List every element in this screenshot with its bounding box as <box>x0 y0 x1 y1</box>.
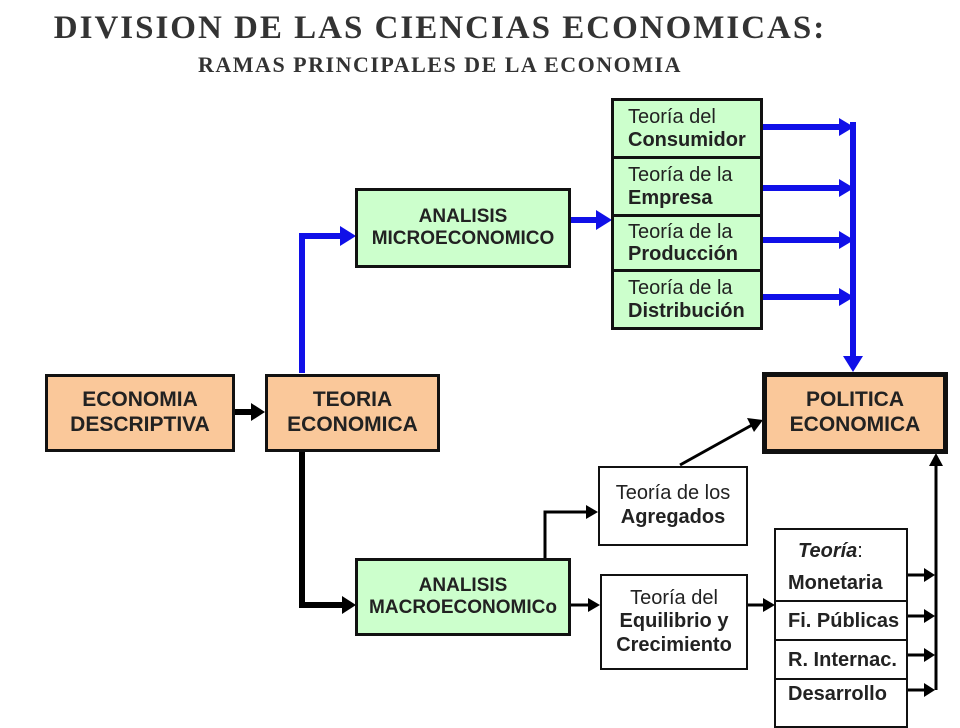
box-label-line: TEORIA <box>312 388 393 412</box>
list-item-label: R. Internac. <box>788 648 897 671</box>
branch-name: Agregados <box>620 506 726 528</box>
list-item: Monetaria <box>776 568 906 598</box>
branch-line: Teoría del <box>630 586 718 609</box>
branch-line: Teoría de la <box>628 277 733 300</box>
arrow-teoria-to-macro <box>299 452 346 608</box>
box-label-line: ECONOMIA <box>82 388 198 412</box>
list-divider <box>776 600 906 602</box>
teoria-economica-box: TEORIA ECONOMICA <box>265 374 440 452</box>
teoria-consumidor-box: Teoría del Consumidor <box>611 98 763 159</box>
list-item-label: Monetaria <box>788 571 883 594</box>
subtitle: RAMAS PRINCIPALES DE LA ECONOMIA <box>198 52 682 77</box>
list-item: Desarrollo <box>776 680 906 708</box>
teoria-agregados-box: Teoría de los Agregados <box>598 466 748 546</box>
teoria-list-header: Teoría : <box>776 538 906 564</box>
box-label-line: MICROECONOMICO <box>371 228 555 249</box>
main-title: DIVISION DE LAS CIENCIAS ECONOMICAS: <box>53 10 827 46</box>
branch-name: Consumidor <box>628 128 746 151</box>
box-label-line: ECONOMICA <box>789 413 921 436</box>
box-label-line: ANALISIS <box>418 205 508 227</box>
teoria-produccion-box: Teoría de la Producción <box>611 214 763 272</box>
list-item: R. Internac. <box>776 642 906 678</box>
list-item-label: Desarrollo <box>788 682 887 705</box>
analisis-macro-box: ANALISIS MACROECONOMICo <box>355 558 571 636</box>
teoria-distribucion-box: Teoría de la Distribución <box>611 269 763 330</box>
branch-line: Teoría de la <box>628 164 733 187</box>
analisis-micro-box: ANALISIS MICROECONOMICO <box>355 188 571 268</box>
teoria-header-italic: Teoría <box>798 539 858 562</box>
branch-line: Teoría de la <box>628 220 733 243</box>
list-divider <box>776 639 906 641</box>
box-label-line: POLITICA <box>806 388 904 412</box>
box-label-line: DESCRIPTIVA <box>70 413 210 436</box>
box-label-line: MACROECONOMICo <box>369 597 557 618</box>
branch-name: Empresa <box>628 186 713 209</box>
branch-name: Producción <box>628 243 739 265</box>
politica-economica-box: POLITICA ECONOMICA <box>762 372 948 454</box>
branch-name: Distribución <box>628 299 745 322</box>
branch-name: Crecimiento <box>616 633 732 656</box>
arrow-teoria-to-micro <box>299 233 345 373</box>
box-label-line: ECONOMICA <box>287 413 418 436</box>
list-item: Fi. Públicas <box>776 604 906 638</box>
branch-line: Teoría del <box>628 106 716 129</box>
box-label-line: ANALISIS <box>418 574 508 596</box>
economia-descriptiva-box: ECONOMIA DESCRIPTIVA <box>45 374 235 452</box>
teoria-empresa-box: Teoría de la Empresa <box>611 156 763 217</box>
list-item-label: Fi. Públicas <box>788 609 900 632</box>
teoria-header-colon: : <box>857 539 863 562</box>
teoria-equilibrio-box: Teoría del Equilibrio y Crecimiento <box>600 574 748 670</box>
branch-name: Equilibrio y <box>619 610 729 633</box>
branch-line: Teoría de los <box>615 482 731 505</box>
arrow-agregados-to-politica <box>679 423 753 467</box>
teoria-list-box: Teoría : Monetaria Fi. Públicas R. Inter… <box>774 528 908 728</box>
arrow-macro-to-agregados <box>543 510 588 558</box>
list-divider <box>776 678 906 680</box>
